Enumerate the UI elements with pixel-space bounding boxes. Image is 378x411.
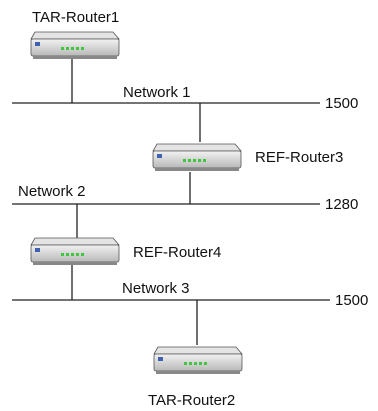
router-icon bbox=[153, 346, 243, 375]
network-mtu-1: 1500 bbox=[325, 95, 358, 112]
network-label-1: Network 1 bbox=[123, 84, 191, 101]
network-mtu-2: 1280 bbox=[325, 196, 358, 213]
network-label-2: Network 2 bbox=[18, 183, 86, 200]
router-icon bbox=[30, 237, 120, 266]
router-label-tar1: TAR-Router1 bbox=[32, 9, 119, 26]
router-label-tar2: TAR-Router2 bbox=[148, 392, 235, 409]
router-label-ref3: REF-Router3 bbox=[255, 149, 343, 166]
router-icon bbox=[30, 31, 120, 60]
network-label-3: Network 3 bbox=[122, 280, 190, 297]
router-label-ref4: REF-Router4 bbox=[133, 244, 221, 261]
router-icon bbox=[152, 143, 242, 172]
network-mtu-3: 1500 bbox=[335, 292, 368, 309]
